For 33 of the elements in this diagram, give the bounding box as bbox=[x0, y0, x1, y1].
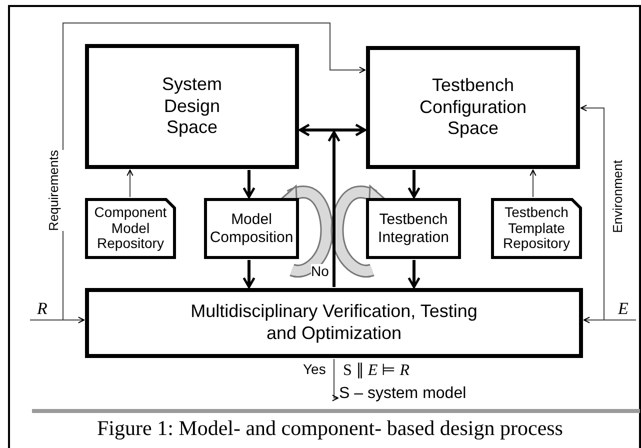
arrow bbox=[298, 124, 366, 136]
box-text: Model Composition bbox=[210, 210, 294, 246]
formula-text: S ∥ E ⊨ R bbox=[343, 363, 410, 379]
box-text: Component Model Repository bbox=[93, 205, 168, 252]
result-text: S – system model bbox=[339, 386, 466, 402]
box-text: Testbench Integration bbox=[377, 210, 450, 246]
arrow bbox=[126, 169, 134, 198]
repository-box bbox=[85, 198, 176, 259]
process-box bbox=[366, 46, 580, 169]
edge-label: No bbox=[311, 264, 329, 278]
arrow bbox=[408, 260, 420, 288]
box-text: System Design Space bbox=[160, 74, 223, 139]
figure-caption: Figure 1: Model- and component- based design process bbox=[96, 418, 564, 439]
arrow bbox=[242, 170, 256, 198]
box-text: Testbench Configuration Space bbox=[419, 75, 527, 140]
box-text: Testbench Template Repository bbox=[502, 205, 571, 252]
edge-label: Yes bbox=[303, 362, 326, 376]
edge-label: R bbox=[37, 300, 48, 317]
arrow bbox=[328, 130, 340, 287]
process-box bbox=[366, 198, 461, 259]
arrow bbox=[580, 104, 604, 320]
arrow bbox=[408, 170, 420, 198]
process-box bbox=[204, 198, 299, 259]
arrow bbox=[30, 316, 85, 324]
edge-label: E bbox=[618, 300, 628, 317]
process-box bbox=[85, 288, 583, 358]
arrow bbox=[242, 260, 256, 288]
repository-box bbox=[491, 198, 582, 259]
process-box bbox=[85, 44, 299, 169]
arrow bbox=[332, 358, 339, 402]
arrow bbox=[530, 169, 536, 198]
arrow bbox=[583, 316, 636, 324]
box-text: Multidisciplinary Verification, Testing and Optimization bbox=[190, 301, 478, 345]
